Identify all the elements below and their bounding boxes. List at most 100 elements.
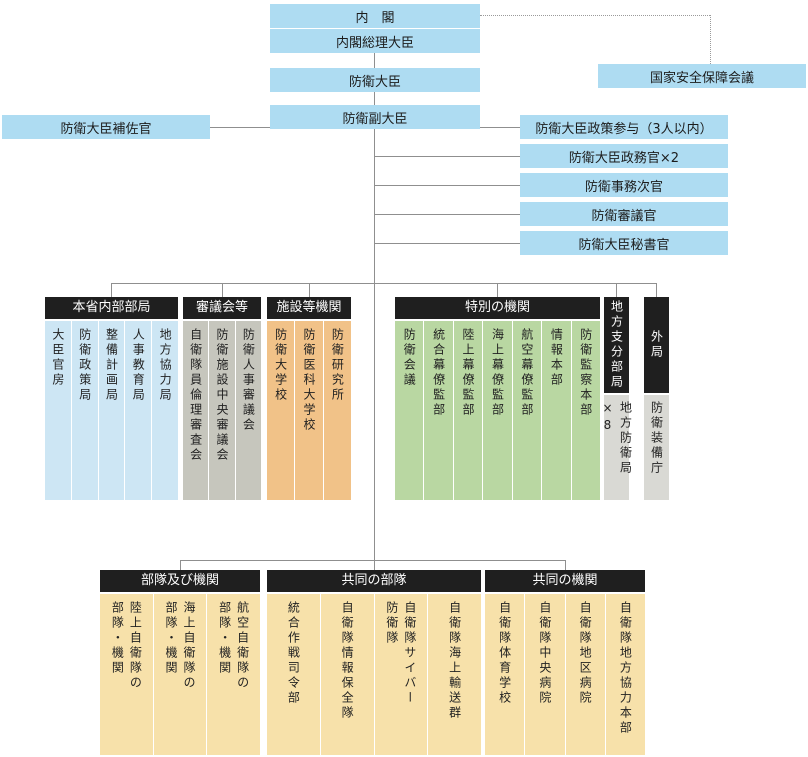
- org-box: 航空自衛隊の 部隊・機関: [207, 594, 261, 755]
- connector-line: [222, 283, 223, 297]
- org-box-label: 自衛隊サイバー 防衛隊: [384, 601, 417, 706]
- connector-line: [497, 283, 498, 297]
- org-box-label: 海上自衛隊の 部隊・機関: [164, 601, 196, 691]
- org-box: 陸上幕僚監部: [453, 321, 483, 500]
- org-box: 統合幕僚監部: [424, 321, 453, 500]
- org-box: 自衛隊地区病院: [565, 594, 605, 755]
- section-special-organs: 特別の機関 防衛会議 統合幕僚監部 陸上幕僚監部 海上幕僚監部 航空幕僚監部 情…: [395, 297, 600, 500]
- org-box-label: 情報本部: [549, 328, 564, 388]
- minister-aide-box: 防衛大臣補佐官: [2, 115, 210, 139]
- org-box: 防衛装備庁: [644, 395, 669, 500]
- org-box: 地方協力局: [152, 321, 178, 500]
- org-box: 自衛隊員倫理審査会: [183, 321, 209, 500]
- connector-line: [374, 53, 375, 68]
- org-box-label: 防衛人事審議会: [241, 328, 256, 433]
- section-header: 共同の部隊: [267, 570, 481, 592]
- section-columns: 自衛隊員倫理審査会 防衛施設中央審議会 防衛人事審議会: [183, 321, 261, 500]
- org-box-label: 統合作戦司令部: [286, 601, 301, 706]
- section-joint-organs: 共同の機関 自衛隊体育学校 自衛隊中央病院 自衛隊地区病院 自衛隊地方協力本部: [485, 570, 645, 755]
- section-columns: 防衛会議 統合幕僚監部 陸上幕僚監部 海上幕僚監部 航空幕僚監部 情報本部 防衛…: [395, 321, 600, 500]
- connector-line: [616, 283, 617, 297]
- connector-line: [180, 560, 565, 561]
- org-box-label: 防衛大学校: [273, 328, 288, 403]
- org-box: 自衛隊中央病院: [525, 594, 565, 755]
- section-header: 共同の機関: [485, 570, 645, 592]
- cabinet-box: 内 閣: [270, 4, 480, 28]
- official-box: 防衛大臣秘書官: [520, 231, 728, 255]
- security-council-box: 国家安全保障会議: [598, 64, 806, 88]
- org-box: 防衛大学校: [267, 321, 295, 500]
- org-box: 防衛監察本部: [571, 321, 600, 500]
- org-box: 大臣官房: [45, 321, 71, 500]
- org-box: 防衛政策局: [71, 321, 98, 500]
- connector-line: [374, 92, 375, 570]
- org-box: 海上自衛隊の 部隊・機関: [153, 594, 207, 755]
- section-header: 特別の機関: [395, 297, 600, 319]
- connector-line: [656, 283, 657, 297]
- org-box: 自衛隊サイバー 防衛隊: [374, 594, 428, 755]
- org-box-label: 地方協力局: [158, 328, 173, 403]
- org-box-label: 大臣官房: [50, 328, 65, 388]
- connector-line: [565, 560, 566, 570]
- official-box: 防衛審議官: [520, 202, 728, 226]
- org-box-label: 防衛医科大学校: [301, 328, 316, 433]
- org-box-label: 自衛隊地区病院: [578, 601, 593, 706]
- org-box: 自衛隊地方協力本部: [605, 594, 645, 755]
- org-box-label: 人事教育局: [131, 328, 146, 403]
- connector-line: [180, 560, 181, 570]
- connector-line: [375, 214, 520, 215]
- section-header: 施設等機関: [267, 297, 351, 319]
- org-box: 航空幕僚監部: [512, 321, 542, 500]
- section-columns: 統合作戦司令部 自衛隊情報保全隊 自衛隊サイバー 防衛隊 自衛隊海上輸送群: [267, 594, 481, 755]
- org-box: 自衛隊海上輸送群: [428, 594, 481, 755]
- official-box: 防衛事務次官: [520, 173, 728, 197]
- section-columns: 防衛大学校 防衛医科大学校 防衛研究所: [267, 321, 351, 500]
- connector-dotted-line: [710, 15, 711, 64]
- connector-line: [111, 283, 112, 297]
- section-internal-bureaus: 本省内部部局 大臣官房 防衛政策局 整備計画局 人事教育局 地方協力局: [45, 297, 178, 500]
- section-header: 地方支分部局: [604, 297, 629, 393]
- org-box-label: 海上幕僚監部: [490, 328, 505, 418]
- org-box: 人事教育局: [125, 321, 152, 500]
- org-box: 地方防衛局×8: [601, 395, 633, 500]
- org-box: 自衛隊体育学校: [485, 594, 525, 755]
- org-box: 防衛人事審議会: [235, 321, 261, 500]
- org-box-label: 自衛隊員倫理審査会: [188, 328, 203, 463]
- section-header: 本省内部部局: [45, 297, 178, 319]
- org-box: 統合作戦司令部: [267, 594, 320, 755]
- section-units-organs: 部隊及び機関 陸上自衛隊の 部隊・機関 海上自衛隊の 部隊・機関 航空自衛隊の …: [100, 570, 261, 755]
- org-box-label: 陸上幕僚監部: [461, 328, 476, 418]
- section-external-bureau: 外局 防衛装備庁: [644, 297, 669, 500]
- org-box-label: 地方防衛局×8: [600, 401, 633, 476]
- section-columns: 大臣官房 防衛政策局 整備計画局 人事教育局 地方協力局: [45, 321, 178, 500]
- section-header: 外局: [644, 297, 669, 393]
- org-box-label: 防衛監察本部: [578, 328, 593, 418]
- org-box-label: 航空幕僚監部: [519, 328, 534, 418]
- connector-line: [375, 185, 520, 186]
- org-box-label: 自衛隊情報保全隊: [340, 601, 355, 721]
- org-box-label: 防衛装備庁: [649, 401, 664, 476]
- connector-line: [375, 156, 520, 157]
- defense-minister-box: 防衛大臣: [270, 68, 480, 92]
- org-box-label: 陸上自衛隊の 部隊・機関: [110, 601, 143, 691]
- official-box: 防衛大臣政策参与（3人以内）: [520, 115, 728, 139]
- org-box: 防衛施設中央審議会: [209, 321, 235, 500]
- connector-dotted-line: [480, 15, 710, 16]
- org-box-label: 航空自衛隊の 部隊・機関: [217, 601, 250, 691]
- org-box-label: 自衛隊海上輸送群: [447, 601, 462, 721]
- section-columns: 陸上自衛隊の 部隊・機関 海上自衛隊の 部隊・機関 航空自衛隊の 部隊・機関: [100, 594, 261, 755]
- org-box-label: 自衛隊地方協力本部: [618, 601, 633, 736]
- org-box-label: 自衛隊中央病院: [537, 601, 552, 706]
- org-box: 防衛医科大学校: [295, 321, 323, 500]
- vice-minister-box: 防衛副大臣: [270, 105, 480, 129]
- org-box: 自衛隊情報保全隊: [320, 594, 374, 755]
- org-box-label: 整備計画局: [104, 328, 119, 403]
- org-box-label: 自衛隊体育学校: [497, 601, 512, 706]
- org-box: 海上幕僚監部: [483, 321, 512, 500]
- official-box: 防衛大臣政務官×2: [520, 144, 728, 168]
- connector-line: [111, 283, 657, 284]
- connector-line: [309, 283, 310, 297]
- section-facilities: 施設等機関 防衛大学校 防衛医科大学校 防衛研究所: [267, 297, 351, 500]
- org-box: 防衛会議: [395, 321, 424, 500]
- org-box: 情報本部: [542, 321, 571, 500]
